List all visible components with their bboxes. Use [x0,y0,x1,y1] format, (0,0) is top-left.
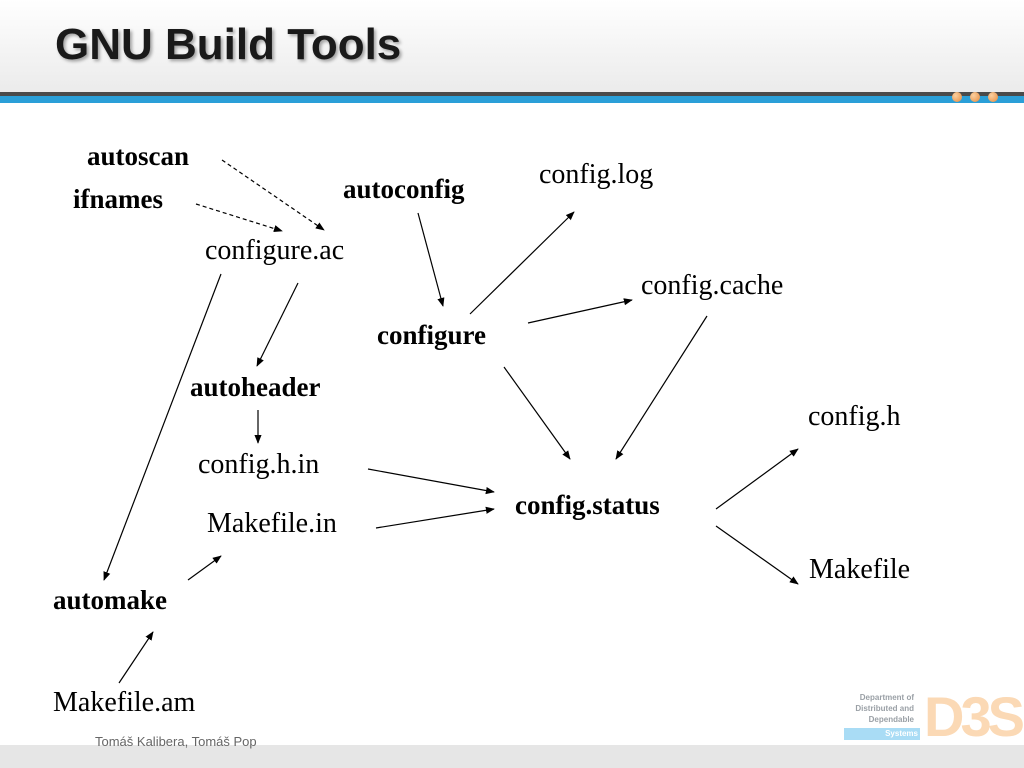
footer-authors: Tomáš Kalibera, Tomáš Pop [95,734,257,749]
node-makefile-in: Makefile.in [207,508,337,539]
title-divider-dark [0,92,1024,96]
logo-line-2: Distributed and [855,704,914,713]
arrow-config-h-in-config-status [367,468,495,495]
arrow-autoconfig-configure [417,212,445,307]
slide-title: GNU Build Tools [55,20,402,69]
arrow-makefile-am-automake [118,631,154,684]
arrow-config-cache-config-status [615,315,708,460]
node-config-log: config.log [539,159,653,190]
arrow-configure-config-log [469,211,575,315]
logo-strip [844,728,920,740]
arrow-automake-makefile-in [187,555,222,581]
logo-line-3: Dependable [868,715,914,724]
node-autoheader: autoheader [190,372,321,402]
decor-dot-1 [952,92,962,102]
arrow-configure-ac-automake [103,273,222,581]
decor-dot-3 [988,92,998,102]
node-config-h: config.h [808,401,901,432]
arrow-configure-config-cache [527,298,633,324]
arrow-config-status-config-h [715,448,799,510]
title-divider-blue [0,96,1024,103]
logo-letters: D3S [924,685,1024,748]
node-config-h-in: config.h.in [198,449,319,480]
arrow-config-status-makefile [715,525,799,585]
node-autoconfig: autoconfig [343,174,465,204]
logo-line-4: Systems [885,729,918,738]
node-automake: automake [53,585,167,615]
decor-dot-2 [970,92,980,102]
arrow-configure-ac-autoheader [256,282,299,367]
node-ifnames: ifnames [73,184,163,214]
node-config-status: config.status [515,490,660,520]
title-bar [0,0,1024,92]
footer-bar [0,745,1024,768]
node-configure-ac: configure.ac [205,235,344,266]
arrow-makefile-in-config-status [375,506,495,529]
logo-line-1: Department of [859,693,914,702]
node-config-cache: config.cache [641,270,783,301]
arrow-ifnames-configure-ac [195,203,283,233]
d3s-logo: D3S Department of Distributed and Depend… [842,685,1024,748]
node-makefile-am: Makefile.am [53,687,195,718]
arrow-autoscan-configure-ac [221,159,325,231]
node-makefile: Makefile [809,554,910,585]
arrow-configure-config-status [503,366,571,460]
node-autoscan: autoscan [87,141,189,171]
node-configure: configure [377,320,486,350]
